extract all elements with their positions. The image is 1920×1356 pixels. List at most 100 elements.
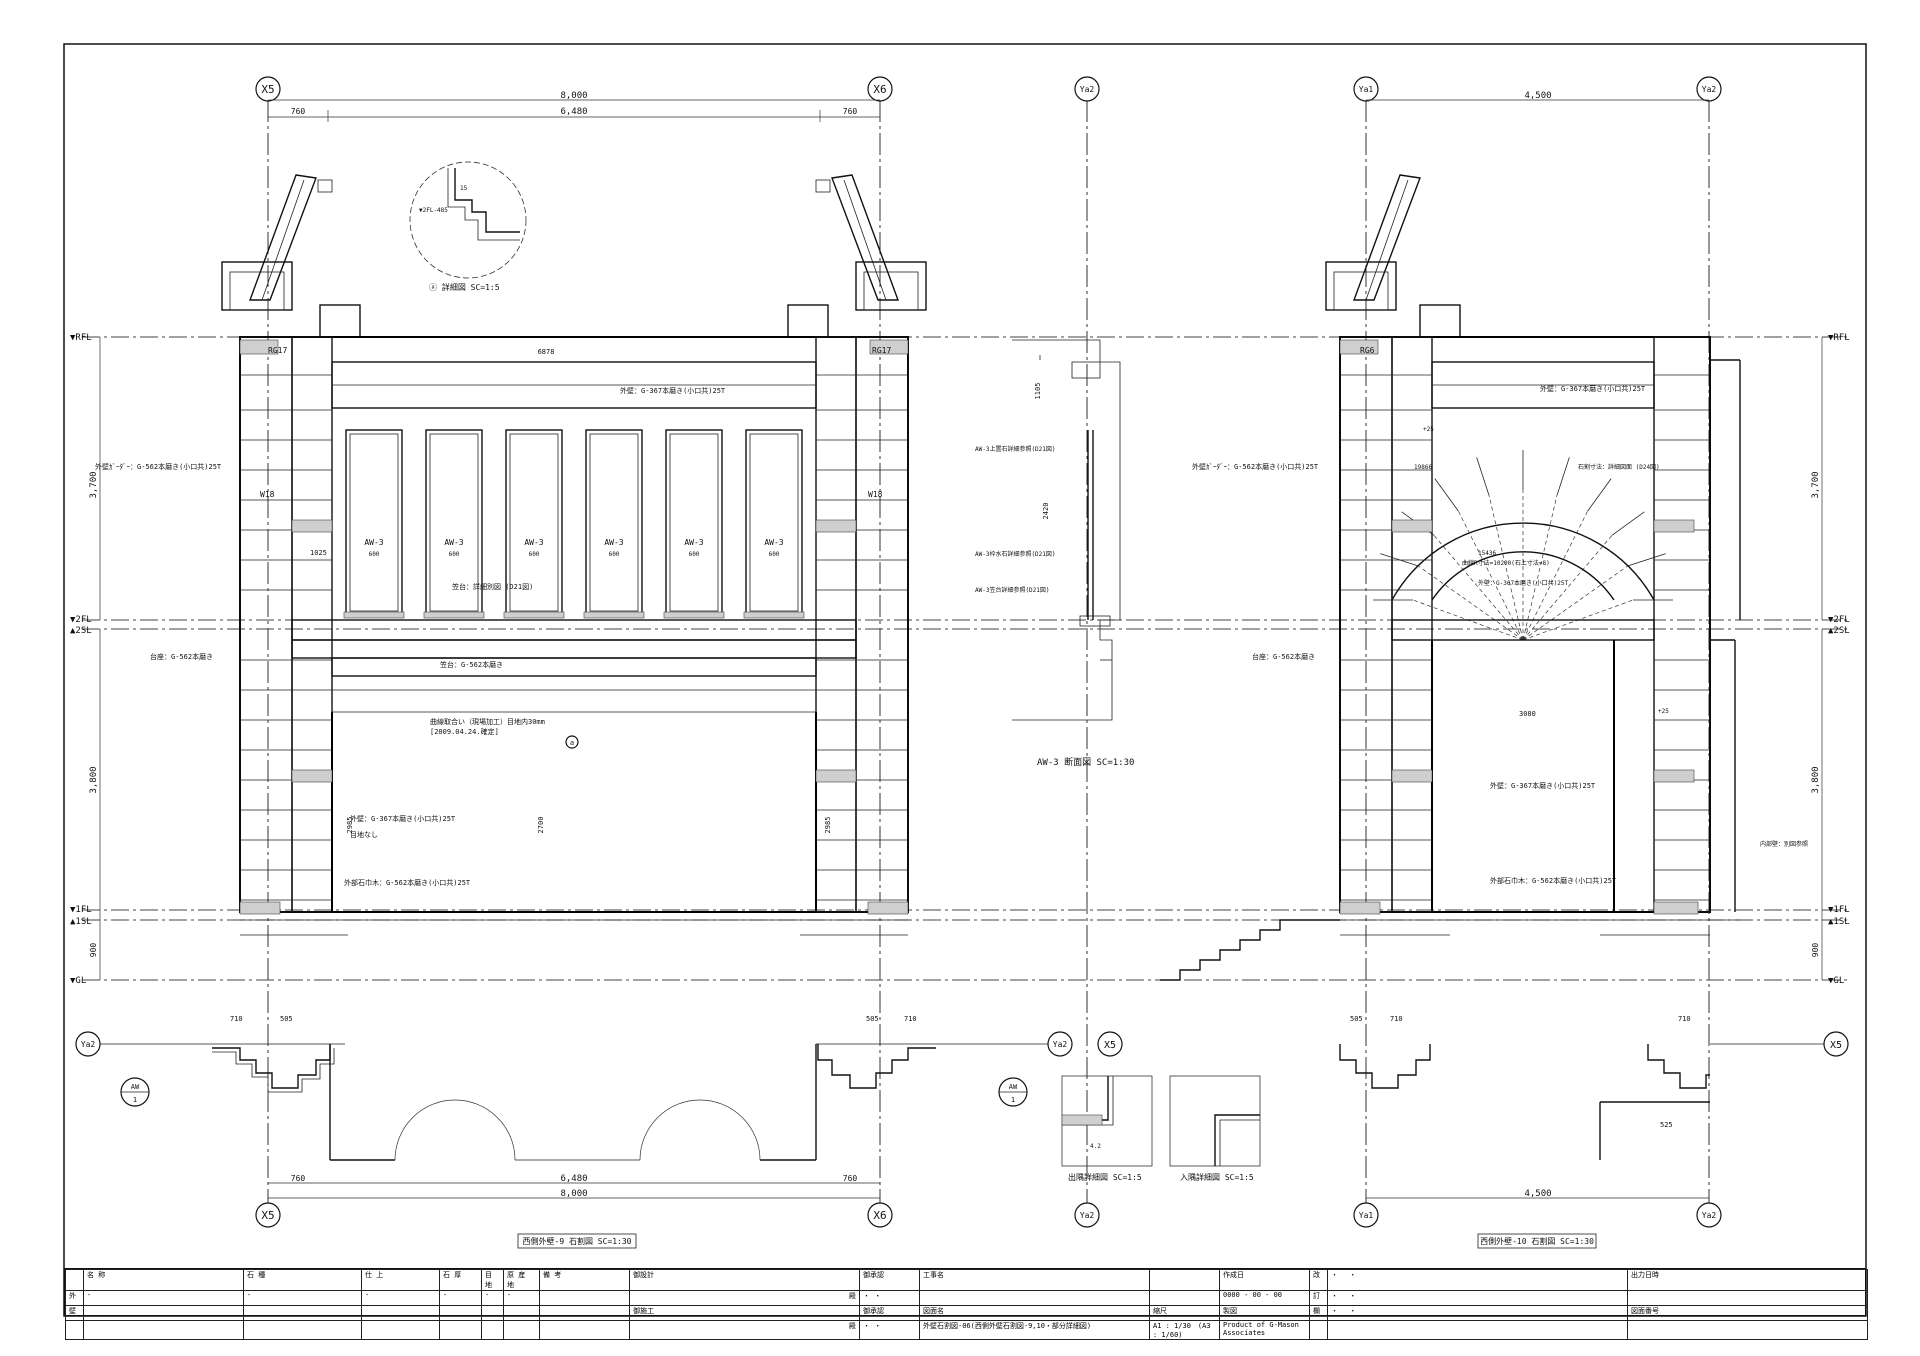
- arch-radius-line: [1522, 510, 1588, 641]
- svg-text:外部石巾木：G-562本磨き(小口共)25T: 外部石巾木：G-562本磨き(小口共)25T: [1490, 876, 1617, 885]
- svg-text:外壁：G-367本磨き(小口共)25T: 外壁：G-367本磨き(小口共)25T: [1490, 781, 1596, 790]
- arch-voussoir-joint: [1380, 553, 1419, 567]
- svg-text:Ya2: Ya2: [1080, 1211, 1095, 1220]
- tb-approval-dots: ・ ・: [859, 1290, 920, 1306]
- tb-rev-dots: ・ ・: [1327, 1269, 1628, 1291]
- tb-blank-c: [919, 1290, 1150, 1306]
- window-frame: [509, 433, 559, 612]
- grid-bubble-x5-bottom: X5: [255, 1202, 281, 1228]
- window-frame: [589, 433, 639, 612]
- level-rfl-right: ▼RFL: [1828, 333, 1850, 343]
- grid-bubble-x5-top: X5: [255, 76, 281, 102]
- arch-voussoir-joint: [1434, 478, 1459, 512]
- window-label: AW-3: [444, 538, 463, 547]
- svg-text:4,500: 4,500: [1524, 91, 1551, 101]
- window-frame: [749, 433, 799, 612]
- plan-left: AW 1 AW 1 Ya2 Ya2 760 6,480 760 8,000 71…: [75, 1015, 1073, 1199]
- svg-text:19866: 19866: [1414, 464, 1432, 471]
- tb-blank-p: [361, 1320, 440, 1340]
- svg-text:西側外壁-9 石割図 SC=1:30: 西側外壁-9 石割図 SC=1:30: [523, 1236, 632, 1246]
- tb-row-label-out: 外: [65, 1290, 84, 1306]
- window-label: AW-3: [524, 538, 543, 547]
- grid-bubble-x6-bottom: X6: [867, 1202, 893, 1228]
- window-label: AW-3: [764, 538, 783, 547]
- tb-blank-h: [361, 1305, 440, 1321]
- tb-header-stone: 石 種: [243, 1269, 362, 1291]
- tb-blank-d: [1149, 1290, 1220, 1306]
- svg-text:3,700: 3,700: [1811, 471, 1821, 498]
- svg-text:760: 760: [843, 1174, 858, 1183]
- svg-text:台座：G-562本磨き: 台座：G-562本磨き: [1252, 652, 1315, 661]
- svg-text:Ya2: Ya2: [1702, 85, 1717, 94]
- tb-output-date: 出力日時: [1627, 1269, 1868, 1291]
- svg-text:目地なし: 目地なし: [350, 830, 378, 839]
- tb-builder-dono: 殿: [629, 1320, 860, 1340]
- svg-text:1: 1: [1011, 1096, 1015, 1104]
- tb-drawing-name: 外壁石割図-06(西側外壁石割図-9,10・部分詳細図): [919, 1320, 1150, 1340]
- svg-text:RG17: RG17: [268, 346, 287, 355]
- vertical-dimensions: 3,700 3,800 900 3,700 3,800 900: [89, 337, 1823, 980]
- window-width-dim: 600: [769, 551, 780, 558]
- svg-text:入隅詳細図 SC=1:5: 入隅詳細図 SC=1:5: [1180, 1172, 1254, 1182]
- level-2fl-right: ▼2FL: [1828, 615, 1850, 625]
- top-dimensions-left: 8,000 6,480 760 760: [268, 91, 880, 122]
- tb-approval-2: 御承認: [859, 1305, 920, 1321]
- arch-radius-line: [1522, 495, 1558, 641]
- level-1fl-left: ▼1FL: [70, 905, 92, 915]
- plan-right: 4,500 X5 505 710 710 525: [1339, 1015, 1849, 1199]
- tb-header-finish: 仕 上: [361, 1269, 440, 1291]
- tb-dash-6: -: [503, 1290, 540, 1306]
- svg-text:2700: 2700: [537, 817, 545, 834]
- tb-blank-v: [1327, 1320, 1628, 1340]
- svg-text:6,480: 6,480: [560, 107, 587, 117]
- svg-text:1: 1: [133, 1096, 137, 1104]
- tb-dwg-no: 図面番号: [1627, 1305, 1868, 1321]
- svg-text:Ya1: Ya1: [1359, 85, 1374, 94]
- svg-text:Ya2: Ya2: [81, 1040, 96, 1049]
- tb-rev-label-2: 訂: [1309, 1290, 1328, 1306]
- tb-scale-label: 縮尺: [1149, 1305, 1220, 1321]
- level-1fl-right: ▼1FL: [1828, 905, 1850, 915]
- svg-text:外部石巾木：G-562本磨き(小口共)25T: 外部石巾木：G-562本磨き(小口共)25T: [344, 878, 471, 887]
- svg-text:15: 15: [460, 185, 468, 192]
- svg-text:西側外壁-10 石割図 SC=1:30: 西側外壁-10 石割図 SC=1:30: [1480, 1236, 1594, 1246]
- svg-text:4.2: 4.2: [1090, 1143, 1101, 1150]
- svg-text:a: a: [570, 739, 574, 747]
- svg-text:760: 760: [291, 1174, 306, 1183]
- window-label: AW-3: [364, 538, 383, 547]
- svg-text:Ya2: Ya2: [1702, 1211, 1717, 1220]
- window-frame: [669, 433, 719, 612]
- tb-header-origin: 原 産 地: [503, 1269, 540, 1291]
- detail-a: ▼2FL-485 15 ⓐ 詳細図 SC=1:5: [409, 161, 527, 292]
- tb-blank-k: [503, 1305, 540, 1321]
- window-sill: [743, 611, 805, 619]
- arch-radius-line: [1488, 495, 1524, 641]
- tb-drawing-label: 図面名: [919, 1305, 1150, 1321]
- window-width-dim: 600: [529, 551, 540, 558]
- window-label: AW-3: [604, 538, 623, 547]
- window-frame: [349, 433, 399, 612]
- grid-bubble-ya2-top-a: Ya2: [1074, 76, 1100, 102]
- level-2fl-left: ▼2FL: [70, 615, 92, 625]
- svg-text:ⓐ 詳細図 SC=1:5: ⓐ 詳細図 SC=1:5: [429, 282, 500, 292]
- window-aw3: [665, 429, 723, 616]
- arch-voussoir-joint: [1587, 478, 1612, 512]
- tb-header-joint: 目 地: [481, 1269, 504, 1291]
- plan-title-west10: 西側外壁-10 石割図 SC=1:30: [1477, 1233, 1597, 1249]
- svg-text:8,000: 8,000: [560, 1189, 587, 1199]
- arch-voussoir-joint: [1627, 553, 1666, 567]
- svg-text:外壁：G-367本磨き(小口共)25T: 外壁：G-367本磨き(小口共)25T: [620, 386, 726, 395]
- window-aw3: [745, 429, 803, 616]
- svg-text:3,800: 3,800: [89, 766, 99, 793]
- title-block: 名 称 石 種 仕 上 石 厚 目 地 原 産 地 備 考 御設計 御承認 工事…: [64, 1268, 1868, 1340]
- svg-text:Ya2: Ya2: [1080, 85, 1095, 94]
- svg-text:+25: +25: [1658, 708, 1669, 715]
- level-rfl-left: ▼RFL: [70, 333, 92, 343]
- svg-text:X6: X6: [873, 83, 886, 96]
- grid-bubble-x6-top: X6: [867, 76, 893, 102]
- svg-text:X5: X5: [1830, 1040, 1842, 1051]
- corner-details: X5 4.2 出隅詳細図 SC=1:5 入隅詳細図 SC=1:5: [1061, 1031, 1261, 1182]
- svg-text:外壁ｶﾞｰﾀﾞｰ：G-562本磨き(小口共)25T: 外壁ｶﾞｰﾀﾞｰ：G-562本磨き(小口共)25T: [95, 462, 222, 471]
- arch-voussoir-joint: [1556, 457, 1570, 496]
